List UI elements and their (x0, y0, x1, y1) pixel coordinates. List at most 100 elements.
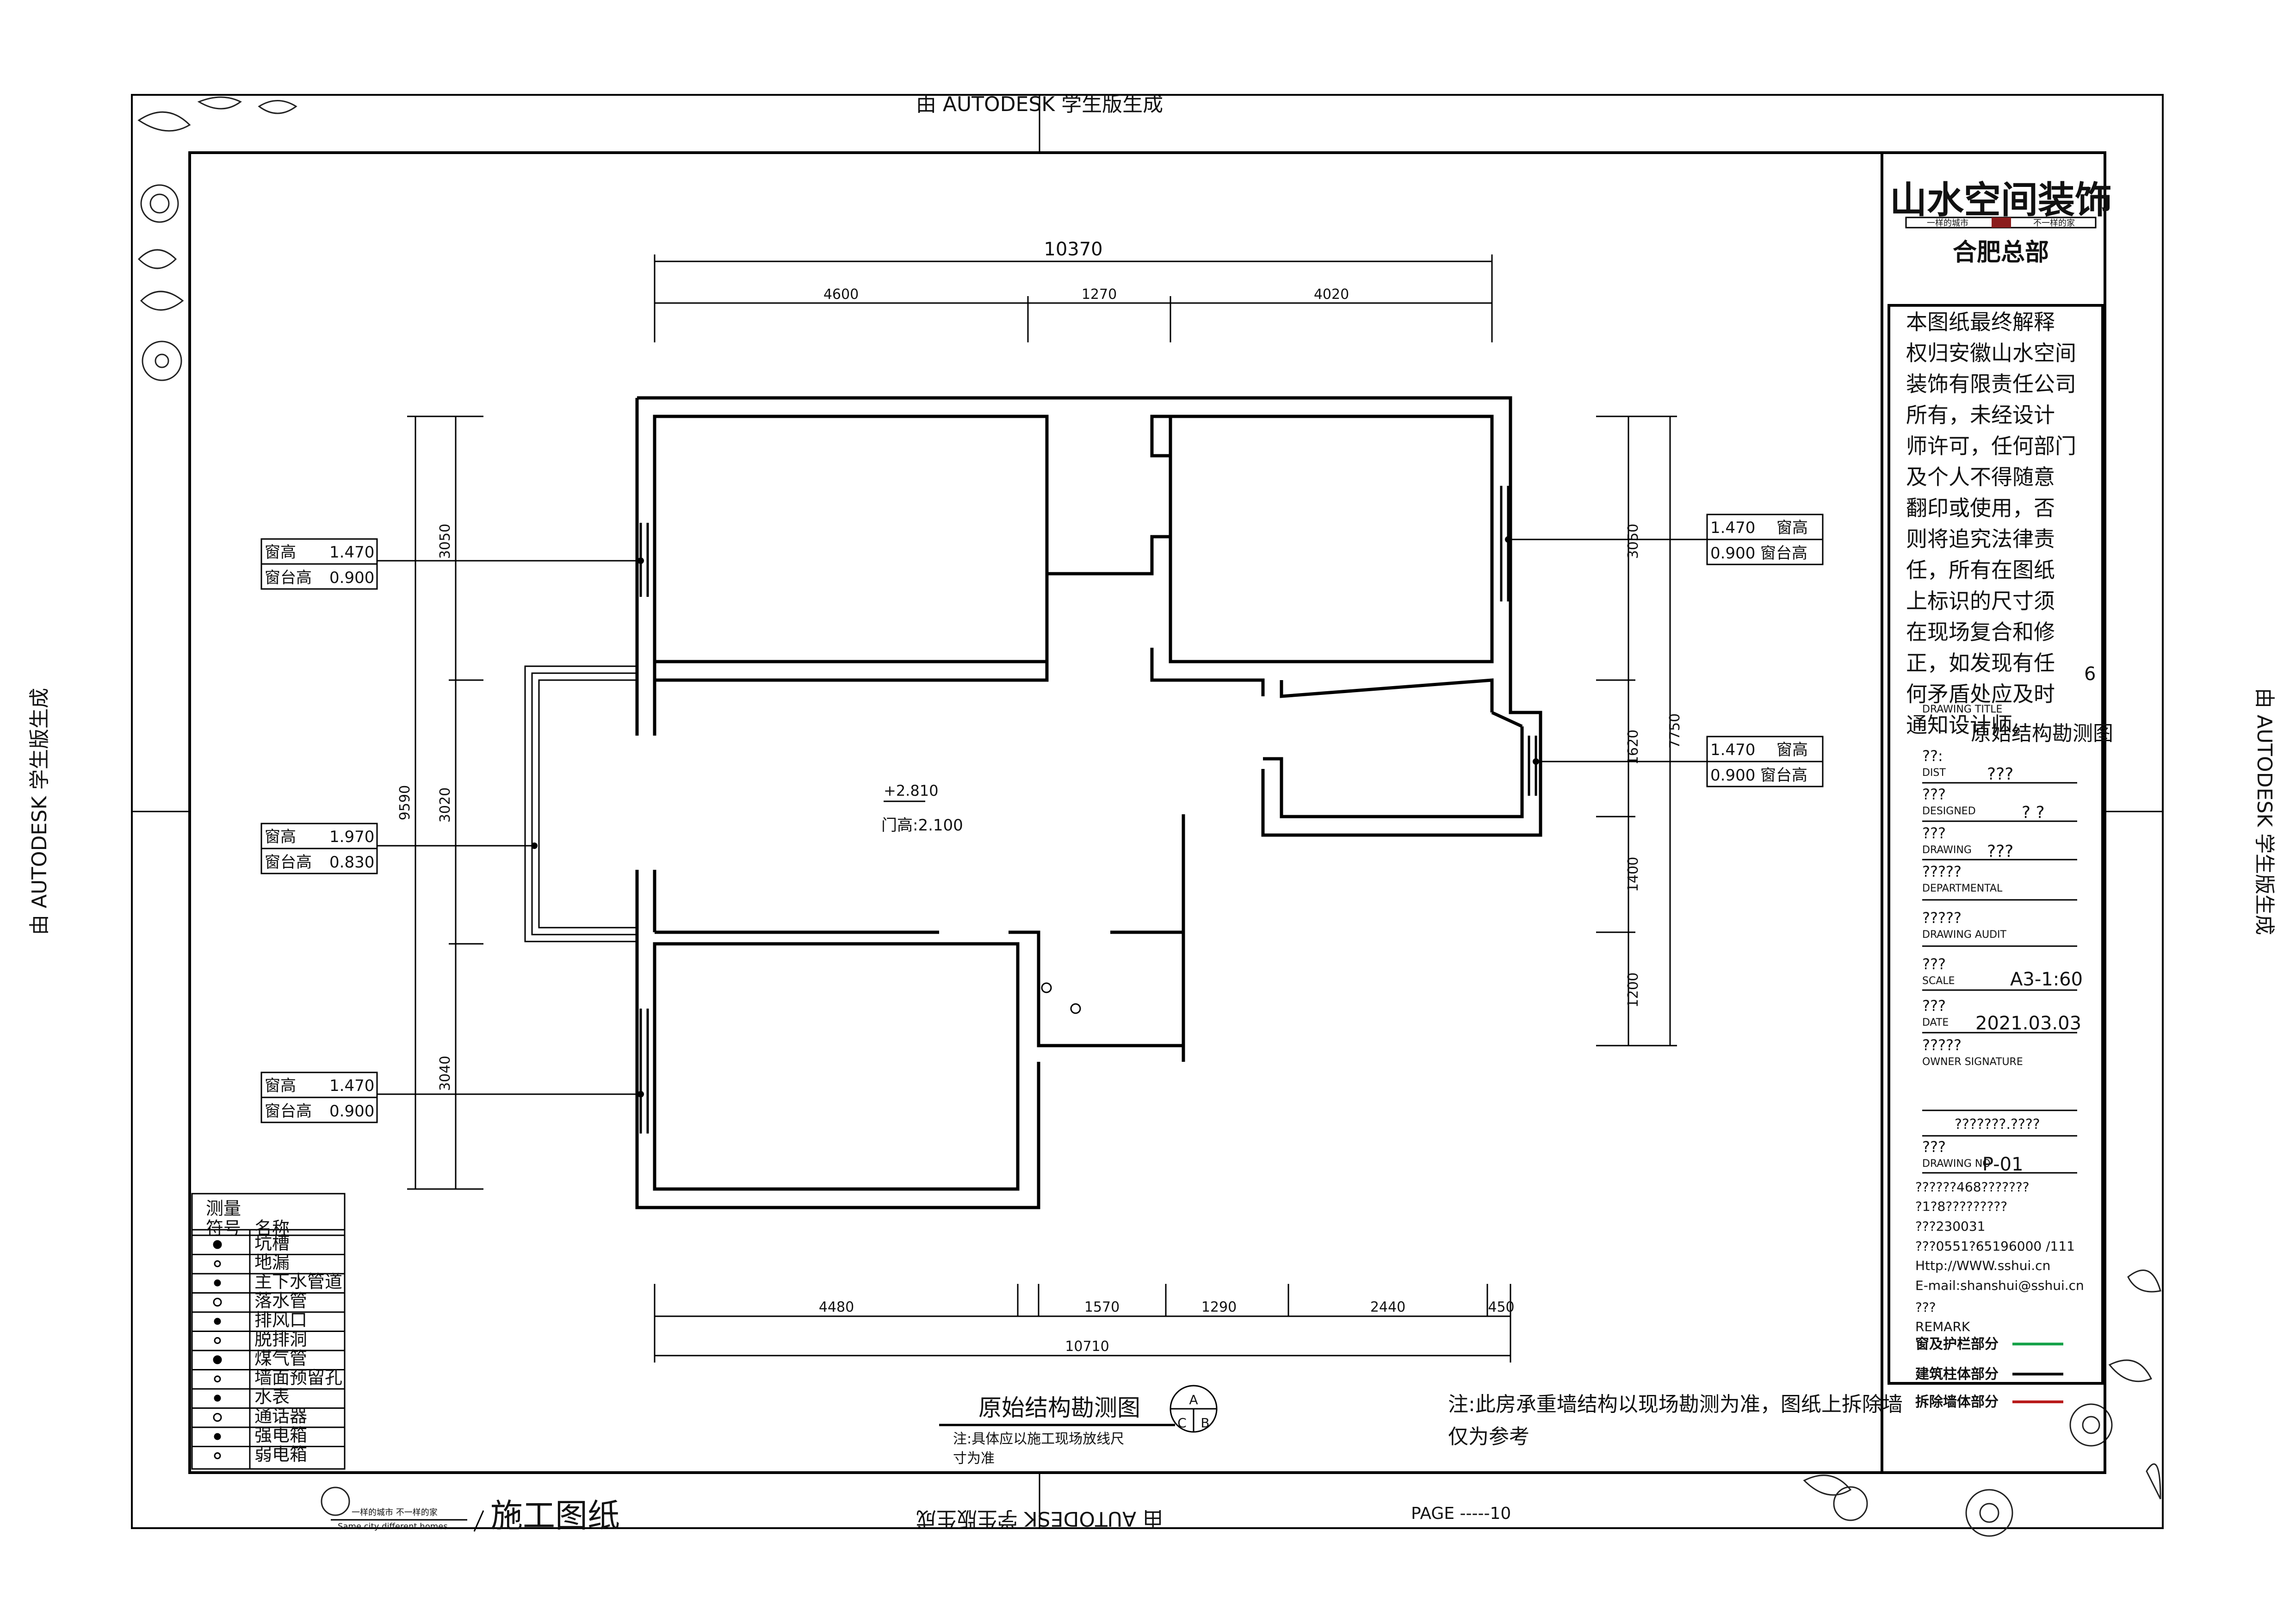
copyright-line: 何矛盾处应及时 (1906, 681, 2055, 706)
drawing-title-value: 原始结构勘测图 (1971, 722, 2113, 745)
date-q: ??? (1922, 997, 1946, 1015)
balcony-room (1263, 711, 1524, 818)
bottom-title: 原始结构勘测图 (978, 1394, 1140, 1421)
legend-row: 地漏 (192, 1252, 345, 1273)
floor-drain-symbol (1041, 982, 1052, 993)
bottom-note-main-2: 仅为参考 (1448, 1425, 1529, 1449)
legend-item-label: 主下水管道 (254, 1271, 342, 1292)
legend-item-label: 通话器 (254, 1406, 307, 1426)
copyright-line: 翻印或使用，否 (1906, 496, 2055, 520)
copyright-line: 在现场复合和修 (1906, 619, 2055, 644)
dim-top-total: 10370 (1044, 239, 1102, 260)
legend-symbol-icon (213, 1240, 222, 1249)
dim-bottom-seg-3: 1290 (1201, 1299, 1237, 1315)
scale-label: SCALE (1922, 975, 1955, 987)
window-5-value1: 1.470 (1710, 741, 1755, 759)
window-4-label2: 窗台高 (1760, 544, 1807, 563)
legend-symbol-icon (214, 1260, 221, 1267)
bottom-note-small-1: 注:具体应以施工现场放线尺 (953, 1431, 1124, 1447)
drawing-title-label: DRAWING TITLE (1922, 704, 2002, 715)
legend-item-label: 排风口 (254, 1310, 307, 1330)
window-4-label1: 窗高 (1776, 519, 1808, 537)
window-3-value2: 0.900 (329, 1102, 374, 1121)
copyright-line: 权归安徽山水空间 (1906, 341, 2076, 365)
legend-item-label: 脱排洞 (254, 1329, 307, 1350)
dim-left-seg-1: 3050 (437, 524, 453, 559)
section-b: B (1201, 1415, 1209, 1431)
outer-wall (635, 396, 1542, 1209)
address-line-2: ?1?8????????? (1915, 1199, 2007, 1214)
window-3-label1: 窗高 (265, 1077, 296, 1095)
legend-item-label: 煤气管 (254, 1348, 307, 1369)
bay-window-left (524, 665, 637, 942)
website: Http://WWW.sshui.cn (1915, 1258, 2050, 1273)
dim-right-total: 7750 (1667, 713, 1683, 749)
watermark-right: 由 AUTODESK 学生版生成 (2253, 688, 2276, 935)
window-3-value1: 1.470 (329, 1077, 374, 1095)
symbol-legend: 测量 符号 名称 坑槽地漏主下水管道落水管排风口脱排洞煤气管墙面预留孔水表通话器… (191, 1193, 346, 1470)
window-5-value2: 0.900 (1710, 766, 1755, 785)
legend-symbol-icon (214, 1394, 221, 1402)
legend-symbol-icon (213, 1298, 222, 1307)
legend-item-label: 落水管 (254, 1291, 307, 1311)
email: E-mail:shanshui@sshui.cn (1915, 1278, 2084, 1293)
legend-symbol-icon (213, 1355, 222, 1364)
floor-plan: +2.810 门高:2.100 (524, 396, 1542, 1209)
legend-row: 弱电箱 (192, 1444, 345, 1465)
copyright-line: 师许可，任何部门 (1906, 434, 2076, 458)
legend-item-label: 强电箱 (254, 1425, 307, 1445)
drawing-value: ??? (1987, 842, 2013, 861)
remark-legend-2-label: 建筑柱体部分 (1915, 1366, 1999, 1382)
construction-drawings-label: 施工图纸 (490, 1497, 620, 1535)
footer-logo-en: Same city different homes (338, 1522, 448, 1531)
legend-row: 水表 (192, 1387, 345, 1407)
section-c: C (1177, 1415, 1187, 1431)
owner-q: ????? (1922, 1036, 1962, 1054)
dim-bottom-seg-5: 450 (1488, 1299, 1514, 1315)
company-slogan-right: 不一样的家 (2033, 218, 2075, 228)
pipe-symbol (1070, 1003, 1081, 1014)
dimensions-bottom: 4480 1570 1290 2440 450 10710 (654, 1284, 1515, 1363)
dim-left-seg-2: 3020 (437, 787, 453, 823)
company-logo-text: 山水空间装饰 (1890, 179, 2112, 222)
drawing-no-q: ??? (1922, 1138, 1946, 1156)
dim-bottom-seg-2: 1570 (1084, 1299, 1120, 1315)
window-2-value2: 0.830 (329, 853, 374, 872)
postcode: ???230031 (1915, 1219, 1985, 1234)
watermark-bottom: 由 AUTODESK 学生版生成 (916, 1507, 1163, 1530)
copyright-line: 所有，未经设计 (1906, 403, 2055, 427)
ceiling-height: +2.810 (884, 782, 938, 799)
inner-frame (188, 151, 2106, 1474)
legend-symbol-icon (214, 1318, 221, 1325)
drawing-q: ??? (1922, 824, 1946, 842)
closet-walls (1045, 415, 1172, 576)
legend-row: 排风口 (192, 1310, 345, 1330)
bottom-note-small-2: 寸为准 (953, 1450, 995, 1467)
window-5-label2: 窗台高 (1760, 766, 1807, 785)
scale-q: ??? (1922, 955, 1946, 973)
legend-row: 坑槽 (192, 1233, 345, 1253)
window-4-value1: 1.470 (1710, 519, 1755, 537)
dim-top-seg-1: 4600 (823, 286, 859, 303)
owner-label: OWNER SIGNATURE (1922, 1056, 2023, 1068)
title-overlap-digit: 6 (2084, 663, 2096, 685)
footer-logo-cn: 一样的城市 不一样的家 (352, 1508, 438, 1518)
window-4-value2: 0.900 (1710, 544, 1755, 563)
drawing-no-label: DRAWING NO (1922, 1158, 1991, 1170)
legend-symbol-icon (213, 1413, 222, 1422)
window-2-value1: 1.970 (329, 828, 374, 846)
dist-q: ??: (1922, 747, 1943, 765)
bottom-title-area: 原始结构勘测图 A C B 注:具体应以施工现场放线尺 寸为准 注:此房承重墙结… (321, 1385, 1903, 1535)
room-bedroom-bottom-left (653, 942, 1020, 1191)
copyright-line: 任，所有在图纸 (1906, 558, 2055, 582)
watermark-left: 由 AUTODESK 学生版生成 (28, 688, 51, 935)
window-1-label2: 窗台高 (265, 569, 312, 587)
watermark-top: 由 AUTODESK 学生版生成 (916, 93, 1163, 116)
legend-row: 煤气管 (192, 1348, 345, 1369)
copyright-line: 及个人不得随意 (1906, 465, 2055, 489)
dim-left-total: 9590 (397, 785, 413, 820)
window-label-right-2: 1.470 窗高 0.900 窗台高 (1533, 736, 1824, 787)
copyright-line: 则将追究法律责 (1906, 527, 2055, 551)
legend-row: 墙面预留孔 (192, 1368, 345, 1388)
legend-symbol-icon (214, 1375, 221, 1382)
